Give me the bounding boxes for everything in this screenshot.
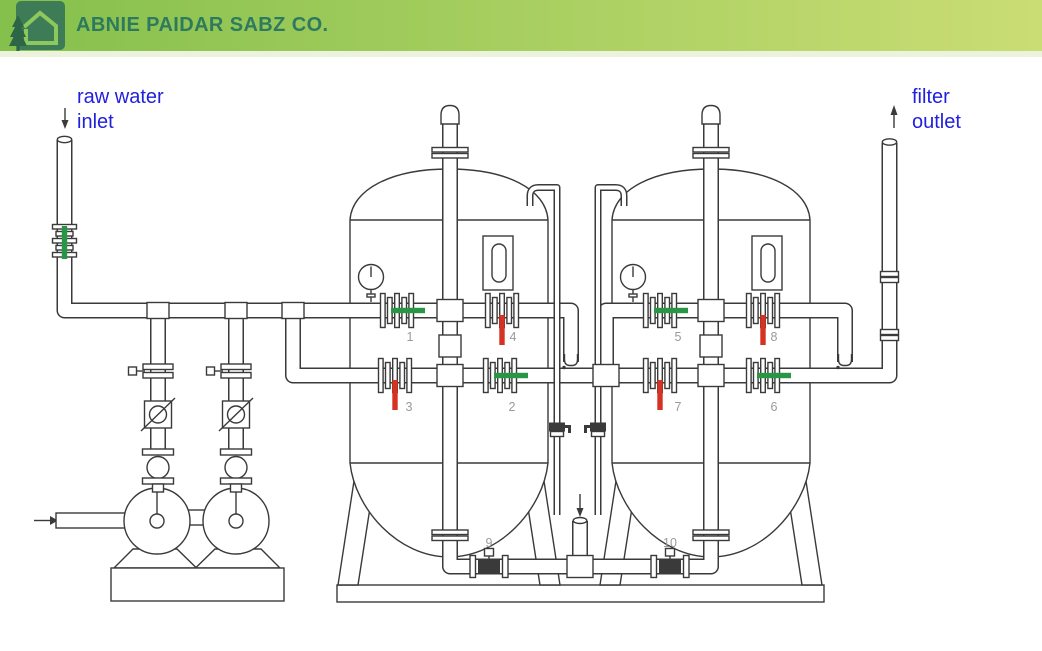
valve-4 xyxy=(484,292,520,345)
valve-3-number: 3 xyxy=(406,400,413,414)
valve-3-handle xyxy=(392,380,398,410)
filter-outlet-label-line1: filter xyxy=(912,86,950,108)
drain-inlet-mouth xyxy=(572,516,588,525)
valve-8-handle xyxy=(760,315,766,345)
valve-1-handle xyxy=(391,307,425,314)
valve-1 xyxy=(379,292,425,329)
vessel-2-vent-cap xyxy=(701,104,721,125)
logo-house-icon xyxy=(22,10,58,45)
valve-3 xyxy=(377,357,413,410)
pressure-gauge-2 xyxy=(619,263,647,302)
valve-6 xyxy=(745,357,791,394)
header-banner: ABNIE PAIDAR SABZ CO. xyxy=(0,0,1042,51)
sight-glass-1 xyxy=(482,235,514,291)
inlet-valve xyxy=(51,223,78,259)
logo-tree-icon xyxy=(9,15,27,51)
drain-drop-end-1 xyxy=(563,354,579,367)
valve-9-number: 9 xyxy=(486,536,493,550)
skid-base xyxy=(336,584,825,603)
inlet-valve-handle xyxy=(61,226,68,259)
outlet-pipe-mouth xyxy=(881,138,898,146)
sight-glass-2 xyxy=(751,235,783,291)
backwash-pipe-2 xyxy=(594,184,628,515)
inlet-flow-arrow xyxy=(61,108,69,129)
valve-2-handle xyxy=(494,372,528,379)
raw-water-inlet-label-line2: inlet xyxy=(77,111,114,133)
valve-6-handle xyxy=(757,372,791,379)
valve-7 xyxy=(642,357,678,410)
drain-drop-end-2 xyxy=(837,354,853,367)
valve-7-number: 7 xyxy=(675,400,682,414)
sampling-valve-2 xyxy=(583,421,607,438)
logo-square xyxy=(16,1,65,50)
valve-4-handle xyxy=(499,315,505,345)
company-name: ABNIE PAIDAR SABZ CO. xyxy=(76,14,329,36)
company-logo xyxy=(9,1,65,51)
valve-5-handle xyxy=(654,307,688,314)
valve-4-number: 4 xyxy=(510,330,517,344)
valve-8-number: 8 xyxy=(771,330,778,344)
valve-2-number: 2 xyxy=(509,400,516,414)
booster-pump-2 xyxy=(202,482,270,555)
pump-suction-pipe xyxy=(34,512,127,529)
valve-1-number: 1 xyxy=(407,330,414,344)
backwash-pipe-1 xyxy=(526,184,561,515)
raw-water-inlet-label-line1: raw water xyxy=(77,86,164,108)
pump-base xyxy=(110,548,285,602)
pipe-fittings xyxy=(56,104,900,579)
valve-8 xyxy=(745,292,781,345)
inlet-pipe-mouth xyxy=(56,135,73,144)
filter-outlet-label-line2: outlet xyxy=(912,111,961,133)
outlet-flow-arrow xyxy=(890,105,898,128)
drain-flow-arrow xyxy=(576,494,584,517)
booster-pump-1 xyxy=(123,482,191,555)
valve-6-number: 6 xyxy=(771,400,778,414)
valve-5-number: 5 xyxy=(675,330,682,344)
valve-2 xyxy=(482,357,528,394)
valve-7-handle xyxy=(657,380,663,410)
valve-10-number: 10 xyxy=(663,536,677,550)
pressure-gauge-1 xyxy=(357,263,385,302)
banner-bottom-strip xyxy=(0,51,1042,57)
vessel-1-vent-cap xyxy=(440,104,460,125)
valve-5 xyxy=(642,292,688,329)
sampling-valve-1 xyxy=(548,421,572,438)
